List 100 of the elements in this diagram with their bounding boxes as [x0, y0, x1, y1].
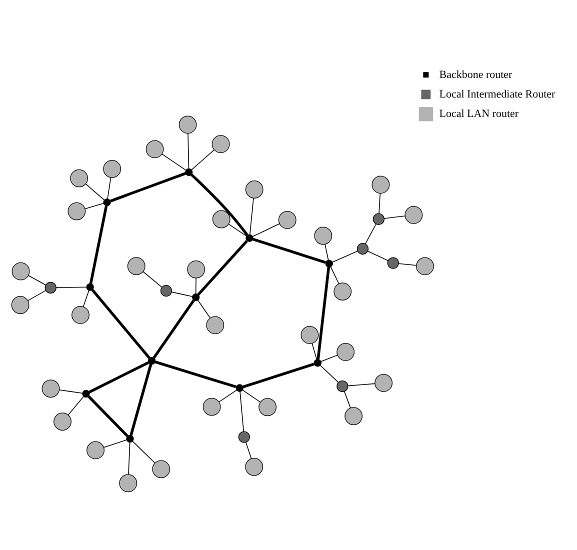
node-circle [336, 380, 348, 392]
connector [154, 360, 236, 388]
node-circle [246, 234, 254, 242]
node-circle [82, 389, 90, 398]
connector [240, 390, 244, 432]
connector [132, 440, 156, 463]
node-circle [54, 412, 72, 430]
connector [195, 277, 196, 294]
node-circle [314, 358, 322, 366]
connector [89, 205, 108, 284]
connector [188, 132, 190, 168]
node-circle [103, 159, 122, 178]
connector [218, 389, 238, 402]
connector [250, 197, 254, 234]
connector [28, 274, 46, 285]
node-circle [185, 168, 193, 176]
legend-label: Local LAN router [439, 108, 519, 120]
connector [320, 364, 339, 382]
connector [228, 223, 247, 236]
connector [364, 223, 376, 244]
legend-label: Backbone router [439, 68, 512, 80]
node-circle [152, 460, 170, 478]
connector [128, 442, 130, 474]
node-circle [86, 440, 104, 459]
node-circle [372, 175, 390, 194]
node-circle [42, 379, 60, 398]
connector [27, 290, 46, 301]
node-circle [178, 115, 197, 134]
node-circle [372, 212, 384, 224]
connector [246, 442, 252, 459]
node-circle [146, 140, 164, 158]
connector [88, 394, 128, 437]
connector [252, 237, 326, 264]
connector [152, 299, 195, 358]
node-circle [103, 198, 111, 206]
node-circle [300, 326, 319, 344]
node-circle [12, 262, 30, 280]
connector [242, 362, 314, 388]
node-circle [236, 384, 244, 392]
connector [191, 149, 214, 170]
connector [58, 388, 83, 394]
node-circle [68, 202, 86, 220]
node-circle [404, 206, 423, 224]
connector [398, 262, 417, 266]
connector [344, 390, 351, 408]
node-circle [127, 256, 146, 275]
connector [198, 299, 211, 318]
node-circle [212, 210, 230, 228]
connector [330, 266, 340, 284]
connector [84, 202, 104, 209]
node-circle [245, 457, 264, 476]
node-circle [160, 284, 172, 296]
node-circle [44, 281, 56, 294]
connector [320, 354, 338, 362]
connector [88, 360, 150, 393]
node-circle [325, 259, 333, 267]
node-circle [387, 256, 399, 268]
node-circle [70, 168, 88, 187]
connector [242, 389, 261, 402]
connector [197, 240, 248, 296]
node-circle [334, 282, 352, 300]
connector [162, 153, 186, 170]
connector [68, 396, 84, 415]
connector [332, 250, 358, 262]
connector [384, 215, 406, 218]
node-circle [86, 282, 94, 290]
connector [56, 286, 87, 288]
connector [378, 192, 381, 214]
node-circle [356, 242, 369, 254]
connector [142, 270, 162, 288]
node-circle [202, 397, 221, 416]
node-circle [278, 210, 296, 228]
node-circle [11, 296, 30, 314]
node-circle [344, 406, 362, 425]
connector [130, 364, 152, 436]
connector [324, 243, 329, 260]
connector [312, 342, 318, 360]
node-circle [416, 256, 434, 275]
node-circle [148, 356, 156, 364]
connector [104, 438, 127, 448]
node-circle [245, 180, 264, 198]
node-circle [126, 434, 134, 442]
node-circle [206, 316, 224, 334]
connector [82, 290, 90, 307]
connector [110, 172, 186, 202]
connector [85, 183, 105, 200]
node-circle [192, 292, 200, 301]
node-circle [238, 430, 250, 442]
node-circle [258, 398, 277, 416]
connector [348, 382, 376, 386]
node-circle [72, 305, 90, 324]
connector [171, 291, 193, 296]
node-circle [212, 134, 230, 153]
node-circle [187, 260, 206, 278]
node-circle [314, 226, 332, 244]
connector [316, 266, 330, 359]
connector [107, 176, 112, 199]
legend-label: Local Intermediate Router [439, 88, 556, 100]
node-circle [374, 374, 392, 392]
node-circle [336, 342, 355, 360]
